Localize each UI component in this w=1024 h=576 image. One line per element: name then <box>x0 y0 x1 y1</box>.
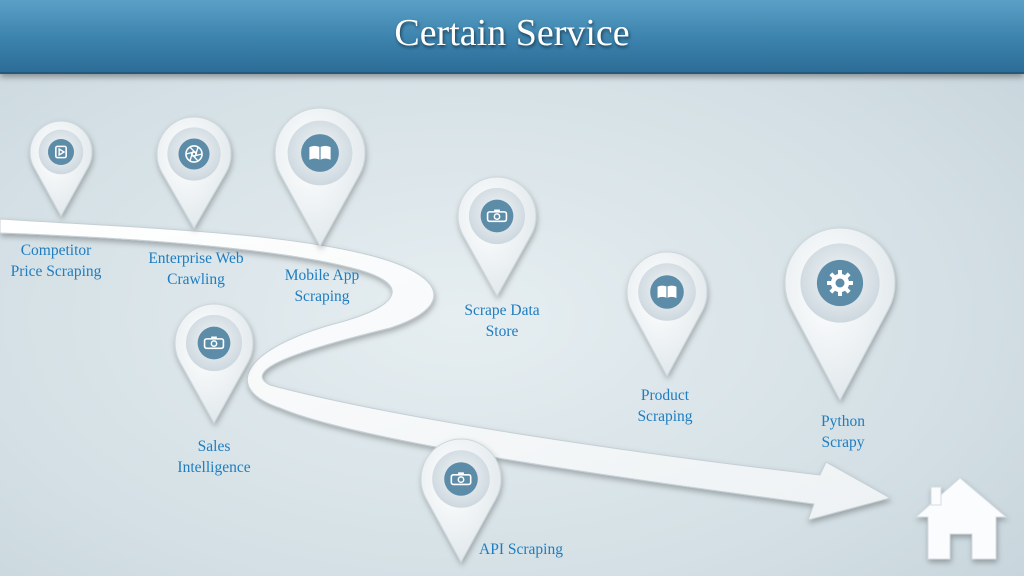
pin-label: Enterprise Web Crawling <box>148 250 244 288</box>
camera-icon <box>444 462 478 496</box>
slide-title: Certain Service <box>394 12 630 54</box>
location-pin[interactable] <box>29 120 93 218</box>
pin-label: Scrape Data Store <box>464 302 540 340</box>
home-icon[interactable] <box>914 477 1008 560</box>
pin-label: API Scraping <box>479 541 563 558</box>
location-pin[interactable] <box>174 303 254 425</box>
location-pin[interactable] <box>457 176 537 298</box>
title-bar: Certain Service <box>0 0 1024 74</box>
location-pin[interactable] <box>784 227 896 402</box>
location-pin[interactable] <box>156 116 232 229</box>
pin-label: Competitor Price Scraping <box>10 242 102 280</box>
pin-label: Sales Intelligence <box>177 438 251 476</box>
play-icon <box>47 138 75 166</box>
book-icon <box>301 134 339 172</box>
camera-icon <box>480 199 514 233</box>
path-arrow <box>0 218 892 521</box>
book-icon <box>650 275 684 309</box>
gear-icon <box>816 259 864 307</box>
pin-label: Mobile App Scraping <box>284 267 360 305</box>
camera-icon <box>197 326 231 360</box>
pin-label: Product Scraping <box>637 387 693 425</box>
location-pin[interactable] <box>274 107 366 248</box>
location-pin[interactable] <box>626 251 708 378</box>
aperture-icon <box>178 138 210 170</box>
pin-label: Python Scrapy <box>821 413 865 451</box>
